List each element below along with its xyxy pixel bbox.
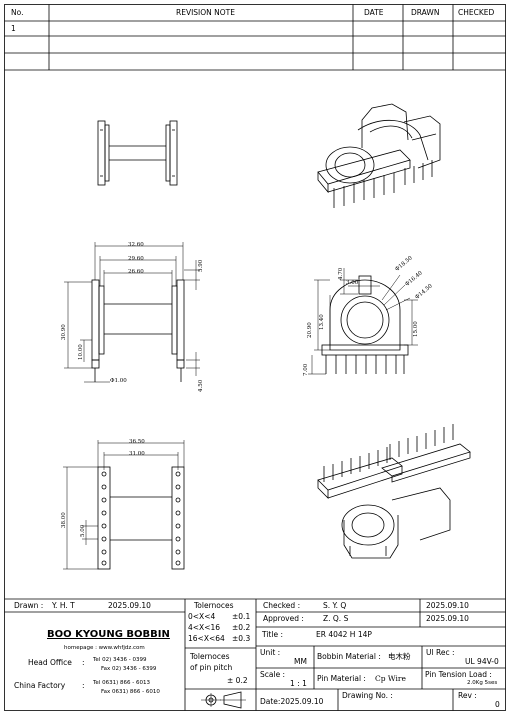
pin-material-value: Cp Wire	[375, 674, 406, 683]
side-view-dimensioned	[64, 242, 200, 383]
unit-label: Unit :	[260, 648, 281, 657]
rev-header-no: No.	[11, 8, 24, 17]
tol-pitch-value: ± 0.2	[227, 676, 248, 685]
tol-title: Tolernoces	[194, 601, 234, 610]
china-factory-label: China Factory	[14, 681, 66, 690]
dim-top-pitch: 5.00	[80, 524, 86, 537]
dim-side-right: 5.90	[198, 259, 204, 272]
dim-front-h1: 20.90	[307, 322, 313, 338]
title-block-lines	[4, 598, 506, 711]
checked-label: Checked :	[263, 601, 301, 610]
top-view-dimensioned	[63, 440, 185, 570]
china-factory-colon: :	[82, 681, 85, 690]
bobbin-material-label: Bobbin Material :	[317, 652, 381, 661]
dim-front-bottom: 7.00	[303, 363, 309, 376]
rev-row-1-no: 1	[11, 24, 16, 33]
company-homepage: homepage : www.whfjdz.com	[64, 645, 145, 651]
dim-front-h2: 13.40	[319, 314, 325, 330]
tol-row1-value: ±0.1	[232, 612, 251, 621]
checked-value: S. Y. Q	[323, 601, 347, 610]
rev-label: Rev :	[458, 691, 477, 700]
china-factory-fax: Fax 0631) 866 - 6010	[101, 689, 160, 695]
tol-row3: 16<X<64	[188, 634, 225, 643]
checked-date: 2025.09.10	[426, 601, 469, 610]
approved-value: Z. Q. S	[323, 614, 349, 623]
approved-date: 2025.09.10	[426, 614, 469, 623]
dim-side-top2: 29.60	[128, 256, 144, 262]
dim-side-left-inner: 10.00	[78, 344, 84, 360]
china-factory-tel: Tel 0631) 866 - 6013	[93, 680, 150, 686]
dim-top-h: 38.00	[61, 512, 67, 528]
head-office-label: Head Office	[28, 658, 72, 667]
scale-label: Scale :	[260, 670, 286, 679]
dim-front-h3: 15.00	[413, 321, 419, 337]
date-label: Date:2025.09.10	[260, 697, 324, 706]
ul-value: UL 94V-0	[465, 657, 499, 666]
unit-value: MM	[294, 657, 307, 666]
side-view-iso	[97, 120, 178, 186]
head-office-colon: :	[82, 658, 85, 667]
rev-value: 0	[495, 700, 500, 709]
head-office-fax: Fax 02) 3436 - 6399	[101, 666, 157, 672]
tol-pitch-line1: Tolernoces	[190, 652, 230, 661]
revision-table-lines	[4, 4, 506, 71]
tol-row3-value: ±0.3	[232, 634, 251, 643]
company-name: BOO KYOUNG BOBBIN	[47, 629, 170, 640]
pin-tension-label: Pin Tension Load :	[425, 670, 492, 679]
dim-front-top: 4.70	[338, 267, 344, 280]
pin-tension-value: 2.0Kg 5ses	[467, 680, 498, 686]
rev-header-checked: CHECKED	[458, 8, 495, 17]
approved-label: Approved :	[263, 614, 304, 623]
drawn-date: 2025.09.10	[108, 601, 151, 610]
dim-side-pin: Φ1.00	[110, 378, 127, 384]
tol-pitch-line2: of pin pitch	[190, 663, 233, 672]
ul-label: Ul Rec :	[426, 648, 455, 657]
pin-material-label: Pin Material :	[317, 674, 366, 683]
iso-view-top	[317, 103, 441, 208]
tol-row1: 0<X<4	[188, 612, 216, 621]
projection-symbol	[201, 691, 246, 709]
scale-value: 1 : 1	[290, 679, 307, 688]
drawn-value: Y. H. T	[52, 601, 75, 610]
dim-side-top3: 26.60	[128, 269, 144, 275]
drawing-number-label: Drawing No. :	[342, 691, 393, 700]
iso-view-bottom	[317, 424, 471, 559]
dim-top-w2: 31.00	[129, 451, 145, 457]
rev-header-drawn: DRAWN	[411, 8, 440, 17]
dim-side-bottom: 4.50	[198, 379, 204, 392]
dim-side-top1: 32.60	[128, 242, 144, 248]
sheet-border	[4, 4, 506, 711]
dim-front-pin-w: 3.00	[346, 280, 359, 286]
drawn-label: Drawn :	[14, 601, 44, 610]
dim-side-left: 30.90	[61, 324, 67, 340]
head-office-tel: Tel 02) 3436 - 0399	[93, 657, 147, 663]
front-view-dimensioned	[308, 268, 418, 375]
part-title: ER 4042 H 14P	[316, 630, 372, 639]
tol-row2-value: ±0.2	[232, 623, 251, 632]
tol-row2: 4<X<16	[188, 623, 221, 632]
dim-top-w1: 36.50	[129, 439, 145, 445]
rev-header-date: DATE	[364, 8, 384, 17]
bobbin-material-value: 电木粉	[388, 652, 411, 661]
rev-header-note: REVISION NOTE	[176, 8, 235, 17]
title-label: Title :	[262, 630, 283, 639]
